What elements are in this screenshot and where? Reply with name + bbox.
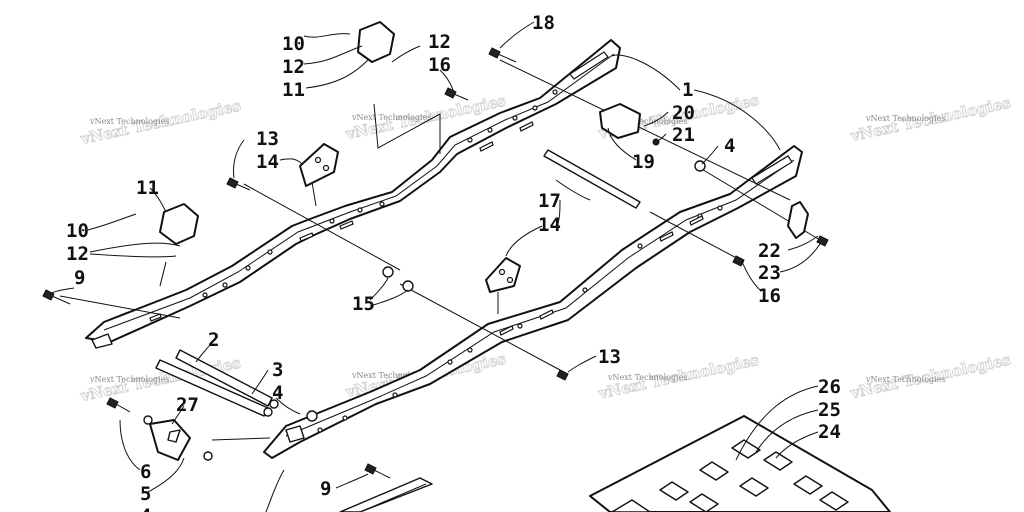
callout-24: 24: [818, 421, 841, 443]
callout-5: 5: [140, 483, 151, 505]
callout-19: 19: [632, 151, 655, 173]
callout-11: 11: [136, 177, 159, 199]
callout-10: 10: [66, 220, 89, 242]
watermark: vNext Technologies vNext Technologies: [848, 93, 1013, 146]
callout-13: 13: [598, 346, 621, 368]
right-slide-rail: [263, 145, 803, 459]
callout-26: 26: [818, 376, 841, 398]
callout-20: 20: [672, 102, 695, 124]
leader-lines: [49, 21, 821, 512]
callout-12: 12: [428, 31, 451, 53]
svg-text:vNext Technologies: vNext Technologies: [607, 117, 687, 126]
left-slide-rail: [85, 39, 621, 349]
callout-12: 12: [282, 56, 305, 78]
svg-text:vNext Technologies: vNext Technologies: [865, 375, 945, 384]
cross-shaft-17: [499, 59, 791, 209]
callout-12: 12: [66, 243, 89, 265]
callout-2: 2: [208, 329, 219, 351]
callout-9: 9: [320, 478, 331, 500]
callout-10: 10: [282, 33, 305, 55]
callout-25: 25: [818, 399, 841, 421]
callout-14: 14: [538, 214, 561, 236]
cross-shaft-2-3: [155, 349, 279, 417]
svg-text:vNext Technologies: vNext Technologies: [351, 113, 431, 122]
rail-holes: [149, 89, 558, 322]
brackets: [149, 21, 809, 461]
callout-15: 15: [352, 293, 375, 315]
callout-4: 4: [140, 505, 151, 512]
track-assembly: [339, 415, 891, 512]
callout-27: 27: [176, 394, 199, 416]
callout-3: 3: [272, 359, 283, 381]
svg-text:vNext Technologies: vNext Technologies: [89, 375, 169, 384]
callout-4: 4: [272, 382, 283, 404]
callout-17: 17: [538, 190, 561, 212]
callout-18: 18: [532, 12, 555, 34]
callout-labels: 10 12 11 12 16 18 1 20 21 19 4 13 14 11 …: [66, 12, 841, 512]
callout-16: 16: [758, 285, 781, 307]
callout-16: 16: [428, 54, 451, 76]
callout-11: 11: [282, 79, 305, 101]
svg-text:vNext Technologies: vNext Technologies: [89, 117, 169, 126]
callout-14: 14: [256, 151, 279, 173]
callout-22: 22: [758, 240, 781, 262]
callout-13: 13: [256, 128, 279, 150]
svg-text:vNext Technologies: vNext Technologies: [351, 371, 431, 380]
callout-1: 1: [682, 79, 693, 101]
svg-text:vNext Technologies: vNext Technologies: [865, 114, 945, 123]
callout-9: 9: [74, 267, 85, 289]
callout-21: 21: [672, 124, 695, 146]
watermarks: vNext Technologies vNext Technologies vN…: [78, 90, 1013, 405]
rail-holes: [317, 205, 723, 433]
bolts: [42, 47, 829, 479]
svg-text:vNext Technologies: vNext Technologies: [607, 373, 687, 382]
callout-6: 6: [140, 461, 151, 483]
watermark: vNext Technologies vNext Technologies: [848, 350, 1013, 403]
callout-23: 23: [758, 262, 781, 284]
watermark: vNext Technologies vNext Technologies: [78, 96, 243, 149]
callout-4: 4: [724, 135, 735, 157]
